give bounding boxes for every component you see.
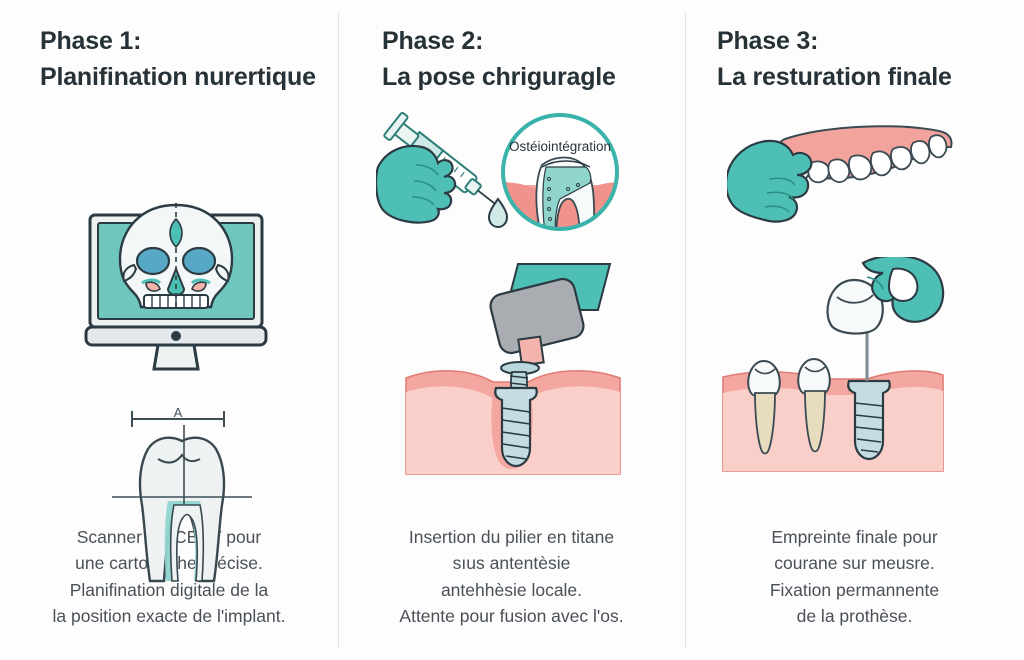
phase-3-illustration (685, 95, 1024, 524)
phase-2-title: La pose chriguragle (382, 62, 616, 91)
panel-divider-2 (685, 12, 686, 648)
phase-3-heading: Phase 3: La resturation finale (685, 24, 1024, 95)
monitor-cbct-icon (84, 203, 268, 371)
tooth-cross-section-diagram: A (112, 405, 252, 583)
phase-1-heading: Phase 1: Planifination nurertique (0, 24, 338, 95)
phase-1-illustration: A (0, 95, 338, 583)
osseointegration-circle: Ostéiointégration (501, 113, 619, 231)
denture-in-hand-icon (727, 125, 953, 223)
phase-1-label: Phase 1: (40, 27, 142, 55)
panel-phase-3: Phase 3: La resturation finale (685, 0, 1024, 660)
phase-2-heading: Phase 2: La pose chriguragle (338, 24, 685, 95)
panel-phase-2: Phase 2: La pose chriguragle (338, 0, 685, 660)
phase-3-label: Phase 3: (717, 27, 819, 55)
phase-2-caption: Insertion du pilier en titane sıus anten… (399, 526, 624, 627)
crown-placement-icon (722, 257, 945, 472)
panel-divider-1 (338, 12, 339, 648)
phase-3-caption: Empreinte finale pour courane sur meusre… (769, 526, 940, 627)
osseointegration-label: Ostéiointégration (509, 139, 611, 154)
phase-2-illustration: Ostéiointégration (338, 95, 685, 524)
implant-insertion-icon (405, 263, 621, 475)
measure-label-a: A (174, 405, 183, 420)
syringe-anesthesia-icon (376, 111, 509, 229)
phase-2-label: Phase 2: (382, 27, 484, 55)
phase-3-title: La resturation finale (717, 62, 952, 91)
panel-phase-1: Phase 1: Planifination nurertique (0, 0, 338, 660)
phase-1-title: Planifination nurertique (40, 62, 316, 91)
